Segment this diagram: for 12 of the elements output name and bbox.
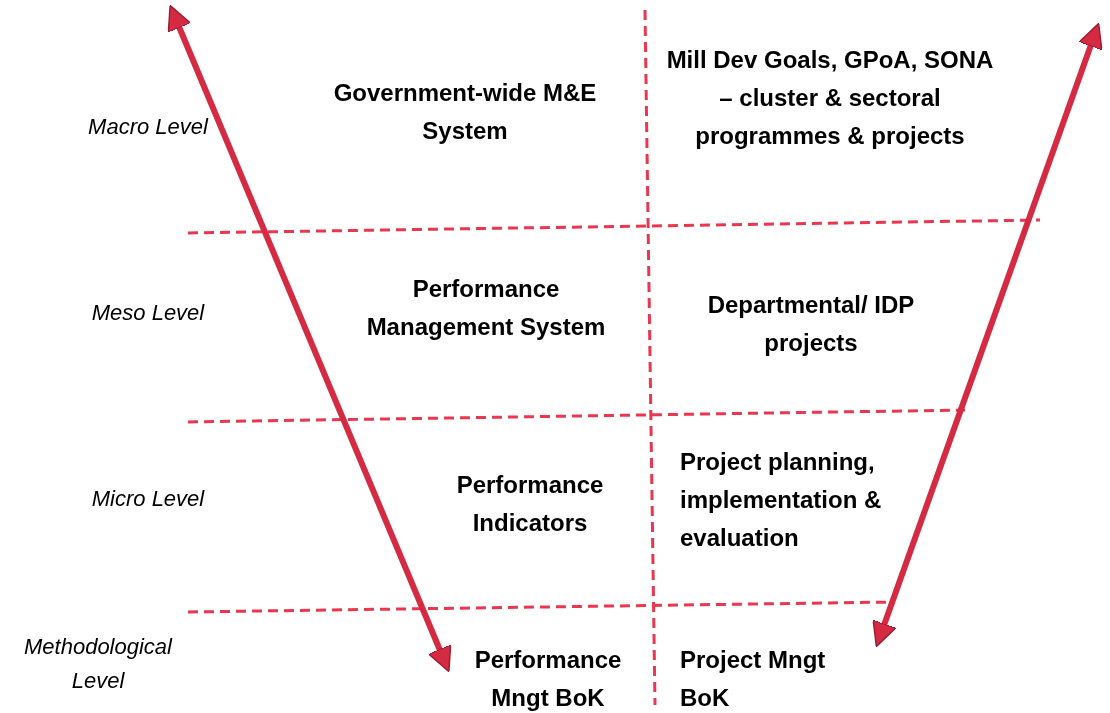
cell-text: Departmental/ IDP projects bbox=[706, 290, 916, 358]
cell-text: Performance Management System bbox=[365, 274, 607, 342]
level-label: Macro Level bbox=[87, 113, 210, 141]
cell-text: Government-wide M&E System bbox=[332, 78, 598, 146]
cell-text: Performance Mngt BoK bbox=[473, 645, 623, 713]
cell-text: Project planning, implementation & evaluation bbox=[680, 447, 883, 553]
cell-text: Performance Indicators bbox=[455, 470, 605, 538]
level-label: Micro Level bbox=[90, 485, 206, 513]
level-label: Methodological Level bbox=[23, 633, 174, 695]
cell-text: Mill Dev Goals, GPoA, SONA – cluster & sectoral programmes & projects bbox=[665, 45, 995, 151]
cell-text: Project Mngt BoK bbox=[680, 645, 827, 713]
level-label: Meso Level bbox=[90, 299, 206, 327]
